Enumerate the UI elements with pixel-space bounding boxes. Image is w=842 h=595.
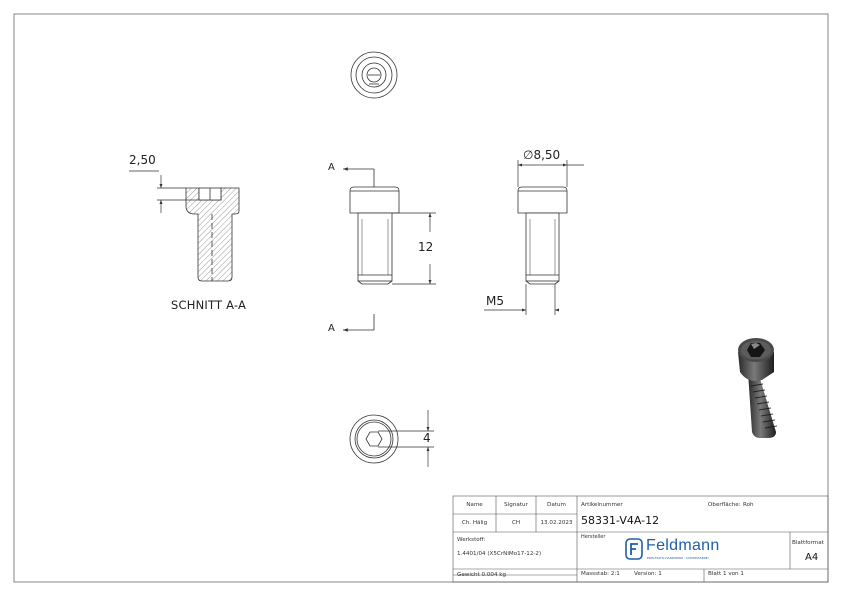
col-name-header: Name [466, 502, 483, 508]
sheet-count: Blatt 1 von 1 [708, 571, 744, 577]
version: Version: 1 [634, 571, 662, 577]
col-signature-header: Signatur [504, 502, 528, 508]
manufacturer-label: Hersteller [581, 534, 606, 540]
bottom-view [349, 414, 399, 464]
logo-tagline: EDELSTAHL-HANDWERK · SCHWEISSEREI [647, 556, 709, 560]
section-view [185, 187, 240, 282]
article-number: 58331-V4A-12 [581, 514, 660, 527]
section-markers [343, 167, 375, 332]
weight: Gewicht 0.004 kg [457, 572, 507, 578]
dim-thread-label: M5 [486, 294, 504, 308]
material-label: Werkstoff: [457, 537, 486, 543]
dim-hex-label: 4 [423, 431, 431, 445]
section-marker-top: A [328, 162, 335, 173]
dim-counterbore-depth [129, 170, 199, 213]
logo-text: Feldmann [646, 537, 720, 554]
dim-counterbore-depth-label: 2,50 [129, 153, 156, 167]
front-view [349, 186, 400, 285]
dim-thread [484, 284, 560, 315]
material-value: 1.4401/04 (X5CrNiMo17-12-2) [457, 551, 542, 557]
dim-length-label: 12 [418, 240, 434, 254]
dim-hex [378, 410, 434, 467]
scale: Massstab: 2:1 [581, 571, 620, 577]
surface-value: Roh [743, 502, 754, 508]
title-block-grid [452, 495, 829, 583]
sheet-format-label: Blattformat [792, 540, 824, 546]
signature: CH [511, 520, 521, 526]
logo-f-icon [625, 538, 643, 560]
dim-head-diameter [517, 160, 584, 187]
dim-head-diameter-label: ∅8,50 [523, 148, 561, 162]
sheet-border [13, 13, 829, 583]
date: 13.02.2023 [540, 520, 573, 526]
iso-view-screw [738, 338, 778, 438]
title-block: Name Signatur Datum Ch. Hälig CH 13.02.2… [453, 496, 828, 582]
sheet-format-value: A4 [805, 552, 819, 563]
section-marker-bottom: A [328, 323, 335, 334]
col-date-header: Datum [547, 502, 566, 508]
section-label: SCHNITT A-A [171, 298, 247, 312]
top-view [350, 51, 398, 99]
feldmann-logo: Feldmann EDELSTAHL-HANDWERK · SCHWEISSER… [625, 537, 745, 562]
surface-label: Oberfläche: [708, 502, 741, 508]
drawn-by: Ch. Hälig [461, 520, 488, 526]
side-view [517, 186, 568, 285]
article-number-label: Artikelnummer [581, 502, 623, 508]
dim-length [392, 212, 436, 285]
